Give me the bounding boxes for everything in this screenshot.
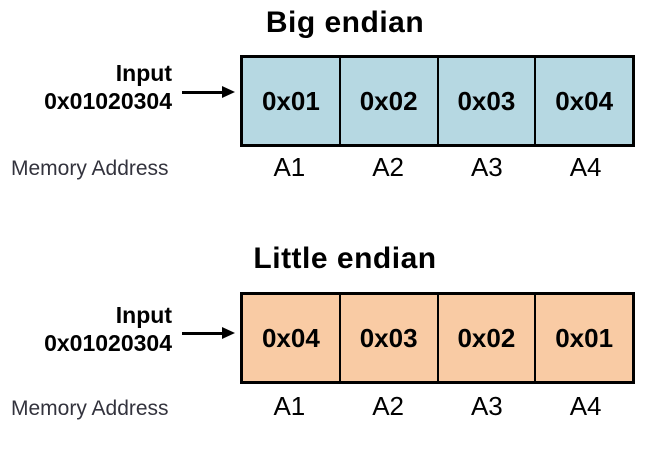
big-endian-byte-row: 0x01 0x02 0x03 0x04 — [240, 55, 635, 147]
byte-cell: 0x01 — [243, 58, 341, 144]
big-endian-title: Big endian — [265, 6, 425, 39]
address-label: A3 — [470, 152, 503, 182]
address-label: A2 — [372, 152, 405, 182]
input-value: 0x01020304 — [44, 88, 172, 114]
input-label: Input — [115, 302, 172, 328]
arrow-right-icon — [182, 327, 235, 339]
arrow-head — [222, 86, 235, 98]
arrow-head — [222, 327, 235, 339]
byte-cell: 0x04 — [243, 295, 341, 381]
byte-cell: 0x02 — [341, 58, 439, 144]
input-label: Input — [115, 60, 172, 86]
arrow-shaft — [182, 331, 226, 335]
arrow-right-icon — [182, 86, 235, 98]
address-label: A1 — [273, 152, 306, 182]
byte-cell: 0x03 — [341, 295, 439, 381]
byte-cell: 0x03 — [439, 58, 537, 144]
big-endian-input-label: Input 0x01020304 — [0, 59, 172, 115]
address-label: A1 — [273, 391, 306, 421]
arrow-shaft — [182, 90, 226, 94]
input-value: 0x01020304 — [44, 330, 172, 356]
little-endian-memory-address-label: Memory Address — [11, 397, 169, 420]
big-endian-memory-address-label: Memory Address — [11, 157, 169, 180]
little-endian-input-label: Input 0x01020304 — [0, 301, 172, 357]
byte-cell: 0x01 — [555, 322, 614, 353]
address-label: A4 — [569, 152, 602, 182]
byte-cell: 0x04 — [555, 85, 614, 116]
address-label: A2 — [372, 391, 405, 421]
address-label: A4 — [569, 391, 602, 421]
little-endian-title: Little endian — [253, 242, 437, 275]
little-endian-address-row: A1 A2 A3 A4 — [240, 391, 635, 421]
little-endian-byte-row: 0x04 0x03 0x02 0x01 — [240, 292, 635, 384]
big-endian-address-row: A1 A2 A3 A4 — [240, 152, 635, 182]
byte-cell: 0x02 — [439, 295, 537, 381]
address-label: A3 — [470, 391, 503, 421]
